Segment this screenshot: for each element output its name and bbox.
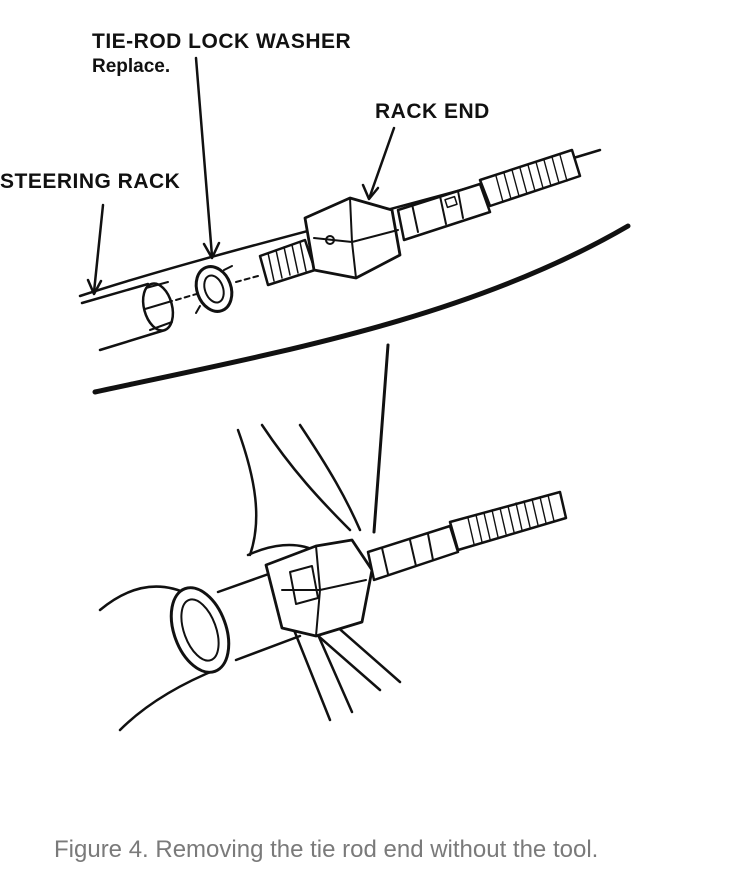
rack-end-arrowhead bbox=[361, 183, 380, 201]
lock-washer-label: TIE-ROD LOCK WASHER bbox=[92, 30, 352, 53]
rack-end-part bbox=[235, 148, 582, 287]
lock-washer-part bbox=[194, 265, 234, 314]
body-panel-left bbox=[236, 428, 258, 557]
lock-washer-note: Replace. bbox=[92, 56, 171, 77]
body-panel-mid bbox=[260, 423, 352, 532]
rack-end-leader bbox=[368, 126, 396, 198]
rack-end-label: RACK END bbox=[375, 100, 490, 123]
steering-rack-part bbox=[80, 281, 201, 352]
tie-rod-diagram: TIE-ROD LOCK WASHER Replace. RACK END ST… bbox=[0, 30, 631, 732]
detail-connector bbox=[372, 343, 390, 534]
diagram-drawing bbox=[78, 56, 631, 732]
assembled-rack-end bbox=[264, 490, 568, 638]
figure-caption: Figure 4. Removing the tie rod end witho… bbox=[54, 836, 599, 863]
rack-housing-part bbox=[98, 568, 302, 732]
lock-washer-arrowhead bbox=[202, 241, 221, 260]
steering-rack-arrowhead bbox=[86, 278, 103, 296]
steering-rack-label: STEERING RACK bbox=[0, 170, 181, 193]
body-panel-right bbox=[298, 423, 362, 532]
detail-curve bbox=[92, 223, 631, 395]
lock-washer-leader bbox=[194, 56, 214, 258]
steering-rack-leader bbox=[92, 203, 105, 294]
